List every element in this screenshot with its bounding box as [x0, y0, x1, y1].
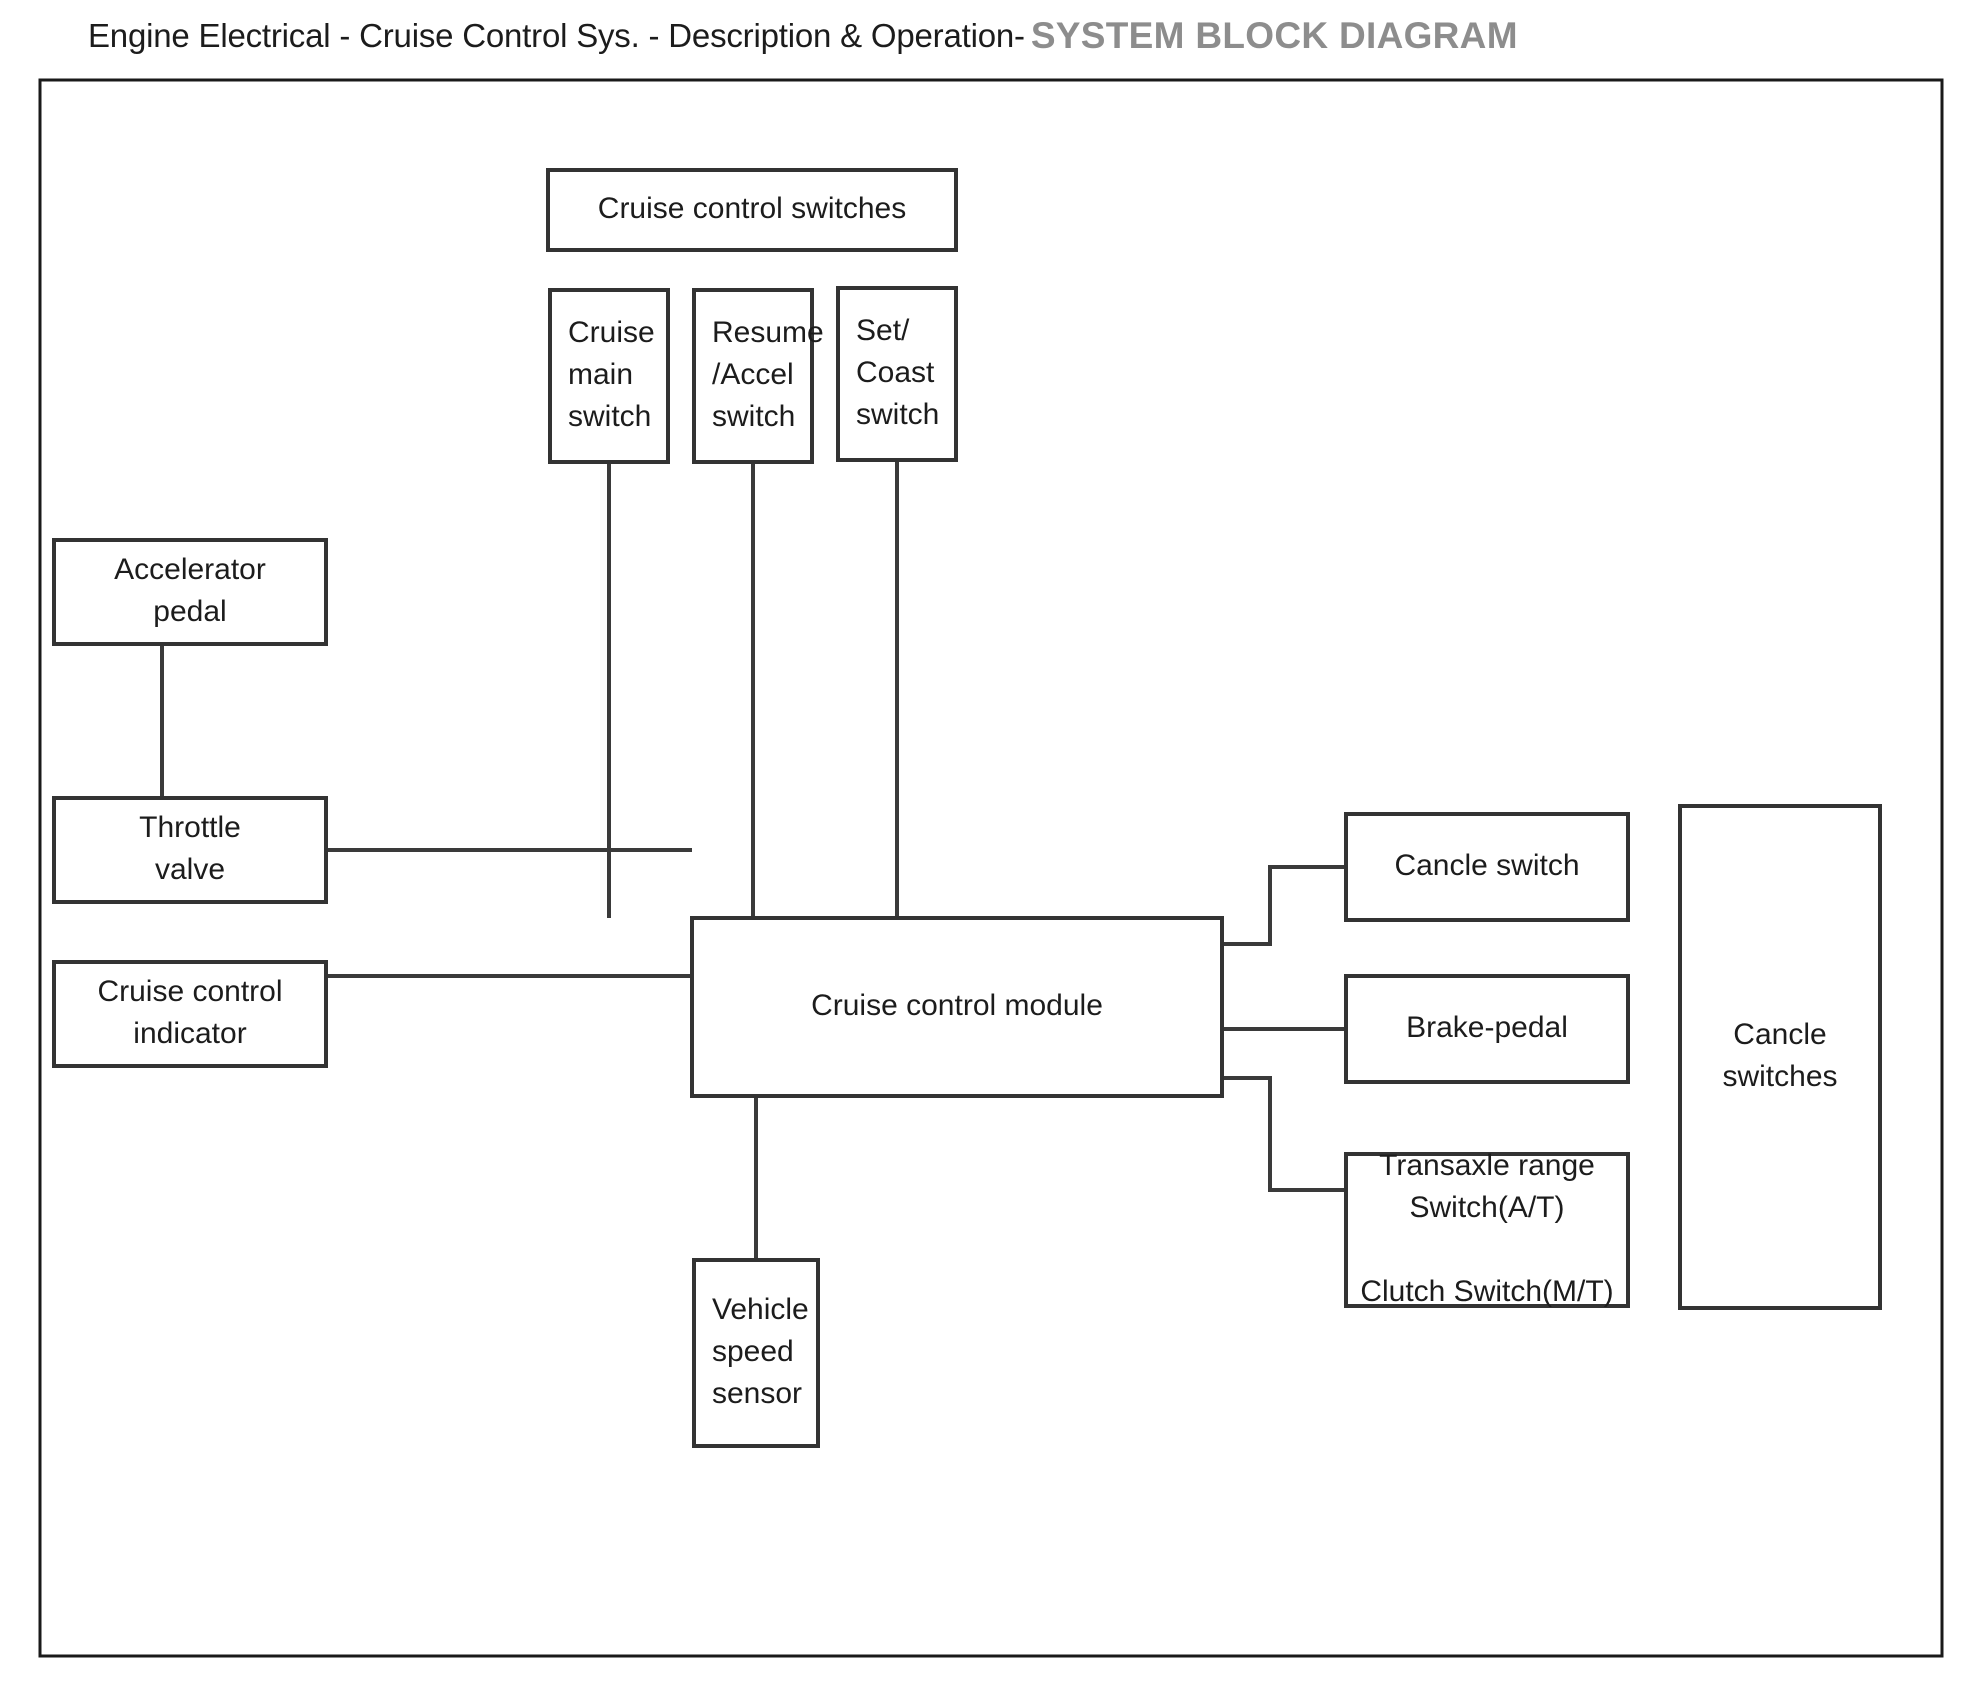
node-label-vehicle-speed-sensor: Vehicle — [712, 1293, 809, 1326]
node-resume-accel-switch[interactable]: Resume/Accel switch — [692, 288, 824, 464]
node-label-cruise-control-switches: Cruise control switches — [598, 192, 906, 225]
node-cruise-control-switches[interactable]: Cruise control switches — [546, 168, 958, 252]
node-label-cruise-control-indicator: indicator — [133, 1017, 246, 1050]
node-label-vehicle-speed-sensor: speed — [712, 1335, 794, 1368]
node-throttle-valve[interactable]: Throttle valve — [52, 796, 328, 904]
node-label-resume-accel-switch: switch — [712, 400, 795, 433]
node-cancle-switch[interactable]: Cancle switch — [1344, 812, 1630, 922]
node-box-cruise-control-module — [690, 916, 1224, 1098]
node-vehicle-speed-sensor[interactable]: Vehicle speed sensor — [692, 1258, 820, 1448]
node-cancle-switches-group[interactable]: Cancle switches — [1678, 804, 1882, 1310]
node-label-cancle-switch: Cancle switch — [1394, 849, 1579, 882]
connector-layer — [160, 460, 1346, 1260]
node-box-brake-pedal — [1344, 974, 1630, 1084]
node-accelerator-pedal[interactable]: Accelerator pedal — [52, 538, 328, 646]
page-title: SYSTEM BLOCK DIAGRAM — [1030, 15, 1518, 56]
node-box-cancle-switches-group — [1678, 804, 1882, 1310]
node-box-cruise-control-indicator — [52, 960, 328, 1068]
node-label-accelerator-pedal: Accelerator — [114, 553, 266, 586]
node-label-cancle-switches-group: Cancle — [1733, 1018, 1826, 1051]
node-label-vehicle-speed-sensor: sensor — [712, 1377, 802, 1410]
node-label-transaxle-clutch-switch: Switch(A/T) — [1409, 1191, 1564, 1224]
node-box-cancle-switch — [1344, 812, 1630, 922]
node-box-transaxle-clutch-switch — [1344, 1152, 1630, 1308]
node-label-cruise-main-switch: switch — [568, 400, 651, 433]
node-label-transaxle-clutch-switch: Transaxle range — [1379, 1149, 1595, 1182]
node-box-resume-accel-switch — [692, 288, 814, 464]
node-box-cruise-main-switch — [548, 288, 670, 464]
node-label-resume-accel-switch: Resume — [712, 316, 824, 349]
node-label-transaxle-clutch-switch: Clutch Switch(M/T) — [1360, 1275, 1613, 1308]
node-label-cancle-switches-group: switches — [1722, 1060, 1837, 1093]
node-cruise-control-indicator[interactable]: Cruise control indicator — [52, 960, 328, 1068]
node-cruise-main-switch[interactable]: Cruise main switch — [548, 288, 670, 464]
connector-module-to-transaxle-switch — [1222, 1076, 1346, 1192]
node-brake-pedal[interactable]: Brake-pedal — [1344, 974, 1630, 1084]
node-box-vehicle-speed-sensor — [692, 1258, 820, 1448]
node-box-throttle-valve — [52, 796, 328, 904]
node-label-cruise-main-switch: Cruise — [568, 316, 655, 349]
node-label-throttle-valve: Throttle — [139, 811, 241, 844]
connector-module-to-cancle-switch — [1222, 865, 1346, 946]
node-box-set-coast-switch — [836, 286, 958, 462]
node-cruise-control-module[interactable]: Cruise control module — [690, 916, 1224, 1098]
node-box-accelerator-pedal — [52, 538, 328, 646]
node-label-accelerator-pedal: pedal — [153, 595, 226, 628]
node-label-cruise-main-switch: main — [568, 358, 633, 391]
node-label-brake-pedal: Brake-pedal — [1406, 1011, 1568, 1044]
node-label-resume-accel-switch: /Accel — [712, 358, 794, 391]
node-label-set-coast-switch: switch — [856, 398, 939, 431]
node-label-throttle-valve: valve — [155, 853, 225, 886]
node-label-set-coast-switch: Coast — [856, 356, 935, 389]
node-label-cruise-control-indicator: Cruise control — [97, 975, 282, 1008]
breadcrumb: Engine Electrical - Cruise Control Sys. … — [88, 17, 1025, 54]
node-label-cruise-control-module: Cruise control module — [811, 989, 1103, 1022]
node-layer: Cruise control switchesCruisemainswitchR… — [52, 168, 1882, 1448]
node-set-coast-switch[interactable]: Set/Coast switch — [836, 286, 958, 462]
page-header: Engine Electrical - Cruise Control Sys. … — [0, 0, 1980, 72]
diagram-border — [38, 78, 1944, 1658]
diagram-canvas: Cruise control switchesCruisemainswitchR… — [38, 78, 1944, 1658]
node-box-cruise-control-switches — [546, 168, 958, 252]
node-label-set-coast-switch: Set/ — [856, 314, 910, 347]
